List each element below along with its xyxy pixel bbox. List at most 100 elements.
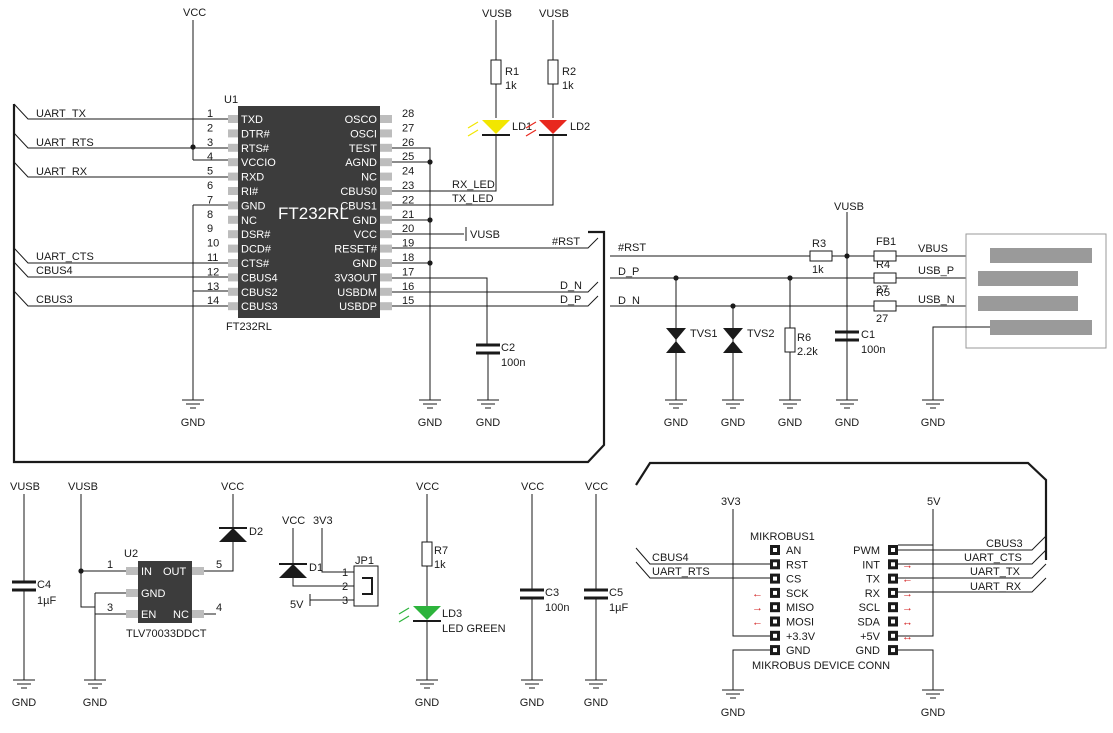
jp1-pin3: 3 [342, 595, 348, 607]
ld3-ref: LD3 [442, 608, 462, 620]
u1-pin-name: AGND [345, 157, 377, 169]
ld1-light-rays-icon [467, 121, 479, 137]
wire-cbus3 [13, 290, 228, 307]
mikrobus-pin-hole [891, 605, 895, 610]
net-uart-tx: UART_TX [36, 108, 87, 120]
mikrobus-pin-hole [773, 648, 777, 653]
signal-direction-arrow-icon: → [902, 559, 913, 571]
mikrobus-pin-label: TX [866, 574, 881, 586]
mikrobus-pin-label: AN [786, 545, 801, 557]
wire-uart-cts [13, 247, 228, 264]
ld1-led-icon [482, 120, 510, 134]
wire-mb-cbus4 [635, 547, 770, 565]
mikrobus-pin-label: MISO [786, 602, 815, 614]
junction-dot [427, 159, 433, 165]
u1-pin-pad [228, 215, 238, 224]
r5-value: 27 [876, 313, 888, 325]
u1-pin-number: 12 [207, 266, 219, 278]
d1-diode-icon [279, 564, 307, 578]
jp1-pin1: 1 [342, 567, 348, 579]
net-rst-right: #RST [618, 242, 646, 254]
gnd-label: GND [584, 697, 609, 709]
tvs2-ref: TVS2 [747, 328, 775, 340]
net-uart-rx-mb: UART_RX [970, 581, 1022, 593]
r4-body [873, 272, 897, 284]
ld1-ref: LD1 [512, 121, 532, 133]
mikrobus-pin-hole [891, 590, 895, 595]
r3-body [809, 250, 833, 262]
u1-pin-number: 18 [402, 252, 414, 264]
r7-body [421, 541, 433, 567]
c4-value: 1µF [37, 595, 56, 607]
net-usb-p: USB_P [918, 265, 954, 277]
u1-pin-name: GND [353, 258, 378, 270]
net-uart-rts: UART_RTS [36, 137, 94, 149]
d2-ref: D2 [249, 526, 263, 538]
gnd-label: GND [476, 417, 501, 429]
v33-label-jp1: 3V3 [313, 515, 333, 527]
u1-pin-name: NC [361, 172, 377, 184]
c5-ref: C5 [609, 587, 623, 599]
u1-pin-number: 19 [402, 238, 414, 250]
wire-uart-rx [13, 161, 228, 178]
u1-pin-number: 15 [402, 295, 414, 307]
vcc-label-d1: VCC [282, 515, 305, 527]
wire-u2-out [204, 542, 234, 572]
u1-pin-name: 3V3OUT [334, 272, 377, 284]
wire-mb-5v [898, 545, 934, 637]
u1-pin-name: CTS# [241, 258, 270, 270]
vusb-label-c4: VUSB [10, 481, 40, 493]
wire-test [392, 147, 431, 162]
net-rx-led: RX_LED [452, 179, 495, 191]
u2-pad [126, 567, 138, 575]
tvs1-ref: TVS1 [690, 328, 718, 340]
r2-value: 1k [562, 80, 574, 92]
gnd-label: GND [721, 707, 746, 719]
u1-pin-number: 23 [402, 180, 414, 192]
r2-body [547, 59, 559, 85]
net-uart-rts-mb: UART_RTS [652, 566, 710, 578]
u1-pin-number: 25 [402, 151, 414, 163]
net-usb-n: USB_N [918, 294, 955, 306]
usb-contact-vbus [990, 248, 1092, 263]
u1-pin-number: 6 [207, 180, 213, 192]
signal-direction-arrow-icon: → [902, 602, 913, 614]
u1-pin-number: 5 [207, 166, 213, 178]
u2-pad [192, 610, 204, 618]
u1-pin-name: TXD [241, 114, 263, 126]
bottom-bus-outline [635, 461, 1048, 560]
usb-contact-gnd [990, 320, 1092, 335]
c1-value: 100n [861, 344, 885, 356]
mikrobus-pin-hole [773, 619, 777, 624]
ld2-light-rays-icon [525, 121, 537, 137]
vusb-label-ld2: VUSB [539, 8, 569, 20]
wire-usbdp [392, 295, 599, 307]
vcc-label-c5: VCC [585, 481, 608, 493]
u2-pin-in: IN [141, 566, 152, 578]
gnd-label: GND [664, 417, 689, 429]
mikrobus-pin-label: GND [856, 645, 881, 657]
d2-diode-icon [219, 528, 247, 542]
u1-pin-number: 4 [207, 151, 213, 163]
wire-3v3out [392, 277, 488, 345]
gnd-label: GND [12, 697, 37, 709]
r4-ref: R4 [876, 259, 890, 271]
mikrobus-pin-hole [773, 590, 777, 595]
wire-uart-rts [13, 132, 228, 149]
u2-pin1-num: 1 [107, 559, 113, 571]
u1-pin-number: 14 [207, 295, 219, 307]
mikrobus-pin-hole [891, 576, 895, 581]
jp1-jumper-icon [362, 577, 373, 595]
wire-mb-5v-top [898, 509, 934, 546]
wire-mb-cbus3 [898, 535, 1047, 551]
ld2-led-icon [539, 120, 567, 134]
net-tx-led: TX_LED [452, 193, 494, 205]
u1-pin-number: 8 [207, 209, 213, 221]
u2-pin3-num: 3 [107, 602, 113, 614]
u1-pin-pad [228, 302, 238, 311]
gnd-label: GND [778, 417, 803, 429]
net-dp-left: D_P [560, 294, 581, 306]
wire-d1-jp1 [292, 578, 356, 587]
mikrobus-pin-label: PWM [853, 545, 880, 557]
c4-ref: C4 [37, 579, 51, 591]
